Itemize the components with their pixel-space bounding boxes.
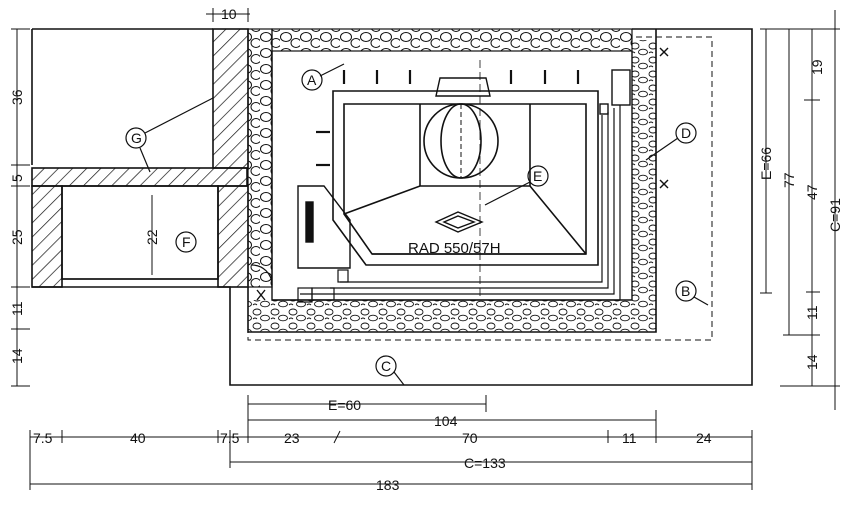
dim-lines-bottom [29,395,753,490]
dim-right-11: 11 [804,305,820,320]
callout-b: B [681,283,690,299]
door-handle-block [297,185,351,269]
dim-right-e66: E=66 [758,147,774,180]
firebox [332,90,599,266]
dim-bottom-23: 23 [284,430,300,446]
flue-hood [435,77,491,97]
dim-bottom-183: 183 [376,477,400,493]
dim-top-10: 10 [221,6,237,22]
x-markers [256,47,669,301]
dim-right-c91: C=91 [827,198,843,232]
dim-left-36: 36 [9,89,25,105]
insulation-bottom [248,300,632,332]
flue-outlet [423,103,499,179]
left-fins [316,130,330,167]
wall-g-band [31,167,248,187]
dim-bottom-e60: E=60 [328,397,361,413]
dim-left-11: 11 [9,301,25,316]
callout-letters: A G F E D B C [131,72,691,374]
callout-d: D [681,125,691,141]
callout-g: G [131,130,142,146]
recess-f [61,185,219,280]
insulation-d-right [632,40,656,332]
top-fins [342,70,580,84]
dim-right-19: 19 [809,59,825,75]
diamond-symbol [434,211,484,233]
callout-c: C [381,358,391,374]
wall-g-column [212,28,249,169]
insulation-left [247,28,273,288]
dim-left-5: 5 [9,174,25,182]
insulation-top [271,28,633,52]
right-hatched-block [217,185,249,288]
model-label: RAD 550/57H [408,240,501,257]
dim-bottom-c133: C=133 [464,455,506,471]
dim-lines-left [11,28,153,387]
dim-bottom-70: 70 [462,430,478,446]
left-hatched-block [31,185,63,288]
dim-bottom-104: 104 [434,413,458,429]
right-valve-block [599,69,631,115]
left-wall-structure [31,28,213,165]
callout-f: F [182,234,191,250]
dim-bottom-24: 24 [696,430,712,446]
corner-arc [251,264,273,286]
dim-right-14: 14 [804,354,820,370]
dim-right-47: 47 [804,184,820,200]
bottom-fittings [297,269,349,303]
dim-bottom-7-5-b: 7.5 [220,430,240,446]
dim-bottom-7-5-a: 7.5 [33,430,53,446]
dim-left-25: 25 [9,229,25,245]
inner-lines [272,105,621,301]
callouts [125,63,709,386]
dim-bottom-11: 11 [622,430,637,446]
dim-lines-right [760,10,840,410]
callout-e: E [533,168,542,184]
dim-bottom-40: 40 [130,430,146,446]
callout-a: A [307,72,317,88]
dim-inner-22: 22 [144,229,160,245]
dim-right-77: 77 [781,172,797,188]
dim-lines-top [206,8,250,22]
dim-left-14: 14 [9,348,25,364]
